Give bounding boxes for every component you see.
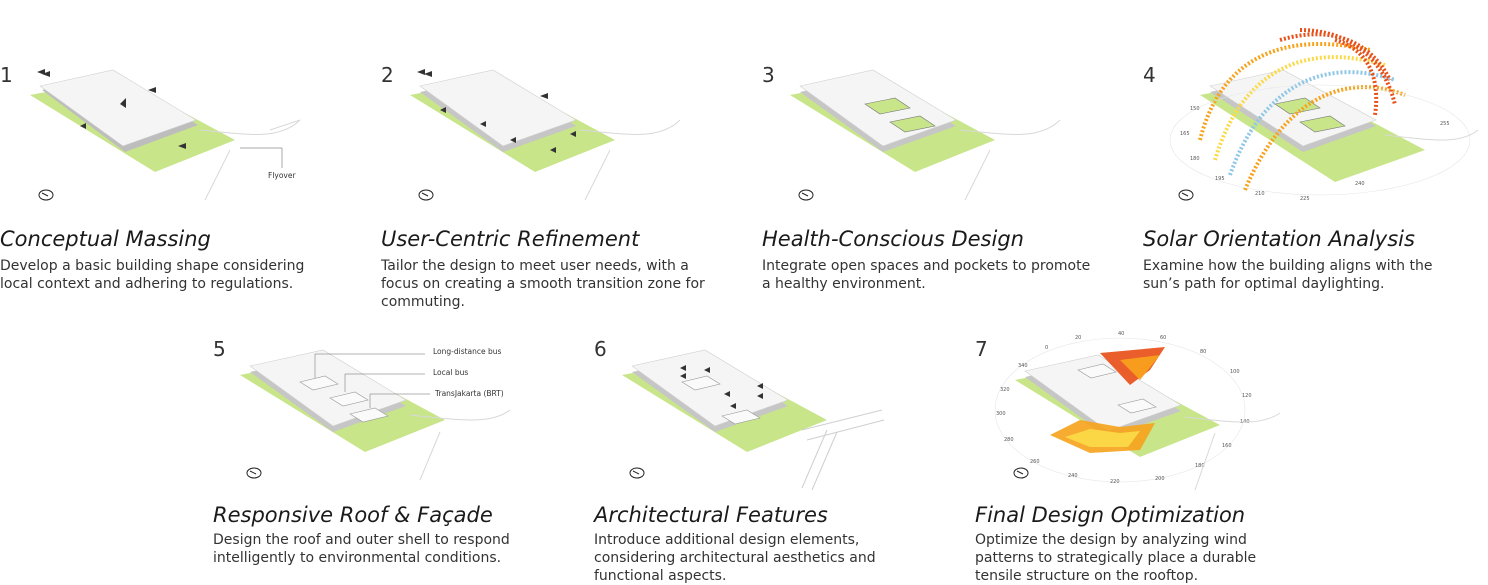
building-mass (419, 69, 577, 147)
roof-canopy-2 (721, 409, 761, 425)
courtyard-2 (889, 115, 936, 133)
building-mass (39, 69, 197, 147)
svg-text:280: 280 (1004, 437, 1014, 443)
svg-text:240: 240 (1068, 473, 1078, 479)
azimuth-ticks: 150 165 180 195 210 225 240 255 (1180, 106, 1450, 202)
step-7-description: Optimize the design by analyzing wind pa… (975, 532, 1257, 584)
roof-canopy-2 (329, 391, 369, 407)
step-2-description: Tailor the design to meet user needs, wi… (381, 258, 705, 310)
tensile-canopy-2 (1117, 398, 1157, 414)
road-curve (1384, 129, 1479, 141)
north-arrow-icon (798, 189, 814, 201)
step-4-number: 4 (1143, 63, 1156, 87)
step-6-number: 6 (594, 337, 607, 361)
north-arrow-icon (1013, 467, 1029, 479)
svg-text:165: 165 (1180, 131, 1190, 137)
building-mass (631, 349, 789, 427)
svg-text:200: 200 (1155, 476, 1165, 482)
svg-text:255: 255 (1440, 121, 1450, 127)
courtyard-1 (864, 97, 911, 115)
north-arrow-icon (418, 189, 434, 201)
svg-text:20: 20 (1075, 335, 1081, 341)
step-3-title: Health-Conscious Design (762, 227, 1024, 251)
roof-canopy-1 (681, 375, 721, 391)
roof-canopy-3 (349, 407, 389, 423)
step-3-number: 3 (762, 63, 775, 87)
long-distance-bus-label: Long-distance bus (433, 347, 502, 356)
setback-arrows (37, 69, 186, 149)
north-arrow-icon (1178, 189, 1194, 201)
step-5-description: Design the roof and outer shell to respo… (213, 532, 510, 566)
step-3-diagram (790, 69, 1061, 201)
svg-text:160: 160 (1222, 443, 1232, 449)
svg-text:300: 300 (996, 411, 1006, 417)
svg-text:225: 225 (1300, 196, 1310, 202)
road-curve (959, 119, 1061, 201)
svg-text:260: 260 (1030, 459, 1040, 465)
step-6-diagram (622, 349, 885, 491)
feature-arrows (680, 365, 763, 409)
north-arrow-icon (38, 189, 54, 201)
svg-text:120: 120 (1242, 393, 1252, 399)
step-6-title: Architectural Features (594, 503, 828, 527)
step-2-number: 2 (381, 63, 394, 87)
step-6-description: Introduce additional design elements, co… (594, 532, 876, 584)
flyover-label: Flyover (268, 171, 296, 180)
step-2-diagram (410, 69, 681, 201)
step-5-number: 5 (213, 337, 226, 361)
local-bus-label: Local bus (433, 368, 468, 377)
step-5-title: Responsive Roof & Façade (213, 503, 493, 527)
step-1-diagram: Flyover (30, 69, 301, 201)
svg-text:100: 100 (1230, 369, 1240, 375)
wind-rose-petals (1050, 347, 1165, 453)
svg-text:210: 210 (1255, 191, 1265, 197)
bus-leaders (314, 353, 430, 408)
svg-text:320: 320 (1000, 387, 1010, 393)
entry-arrows (417, 69, 576, 153)
svg-text:240: 240 (1355, 181, 1365, 187)
road-curve (579, 119, 681, 201)
svg-text:80: 80 (1200, 349, 1206, 355)
road-curve (409, 409, 511, 481)
step-5-diagram: Long-distance bus Local bus TransJakarta… (240, 347, 511, 481)
building-mass (249, 349, 407, 427)
step-1-title: Conceptual Massing (0, 227, 211, 251)
road-curve (1184, 412, 1281, 491)
svg-text:180: 180 (1195, 463, 1205, 469)
roof-canopy-1 (299, 375, 339, 391)
step-3-description: Integrate open spaces and pockets to pro… (762, 258, 1091, 292)
step-4-title: Solar Orientation Analysis (1143, 227, 1415, 251)
step-7-title: Final Design Optimization (975, 503, 1246, 527)
svg-text:40: 40 (1118, 331, 1124, 337)
step-7-number: 7 (975, 337, 988, 361)
step-2-title: User-Centric Refinement (381, 227, 640, 251)
sun-path-arcs (1198, 28, 1406, 191)
courtyard-2 (1299, 115, 1346, 133)
svg-text:150: 150 (1190, 106, 1200, 112)
tensile-canopy-1 (1077, 363, 1117, 379)
building-mass (1024, 354, 1182, 432)
step-4-diagram: 150 165 180 195 210 225 240 255 (1169, 28, 1479, 202)
svg-text:180: 180 (1190, 156, 1200, 162)
svg-text:340: 340 (1018, 363, 1028, 369)
north-arrow-icon (629, 467, 645, 479)
sun-path-horizon (1169, 84, 1471, 196)
svg-text:0: 0 (1045, 345, 1048, 351)
flyover-road (801, 409, 885, 491)
svg-text:220: 220 (1110, 479, 1120, 485)
svg-text:195: 195 (1215, 176, 1225, 182)
road-curve (199, 119, 301, 201)
step-4-description: Examine how the building aligns with the… (1143, 258, 1433, 292)
transjakarta-label: TransJakarta (BRT) (434, 389, 504, 398)
step-1-description: Develop a basic building shape consideri… (0, 258, 305, 292)
step-1-number: 1 (0, 63, 13, 87)
step-7-diagram: 20 40 60 80 100 120 140 160 180 200 220 … (994, 331, 1281, 491)
wind-rose-ring (994, 337, 1246, 483)
svg-text:60: 60 (1160, 335, 1166, 341)
north-arrow-icon (246, 467, 262, 479)
